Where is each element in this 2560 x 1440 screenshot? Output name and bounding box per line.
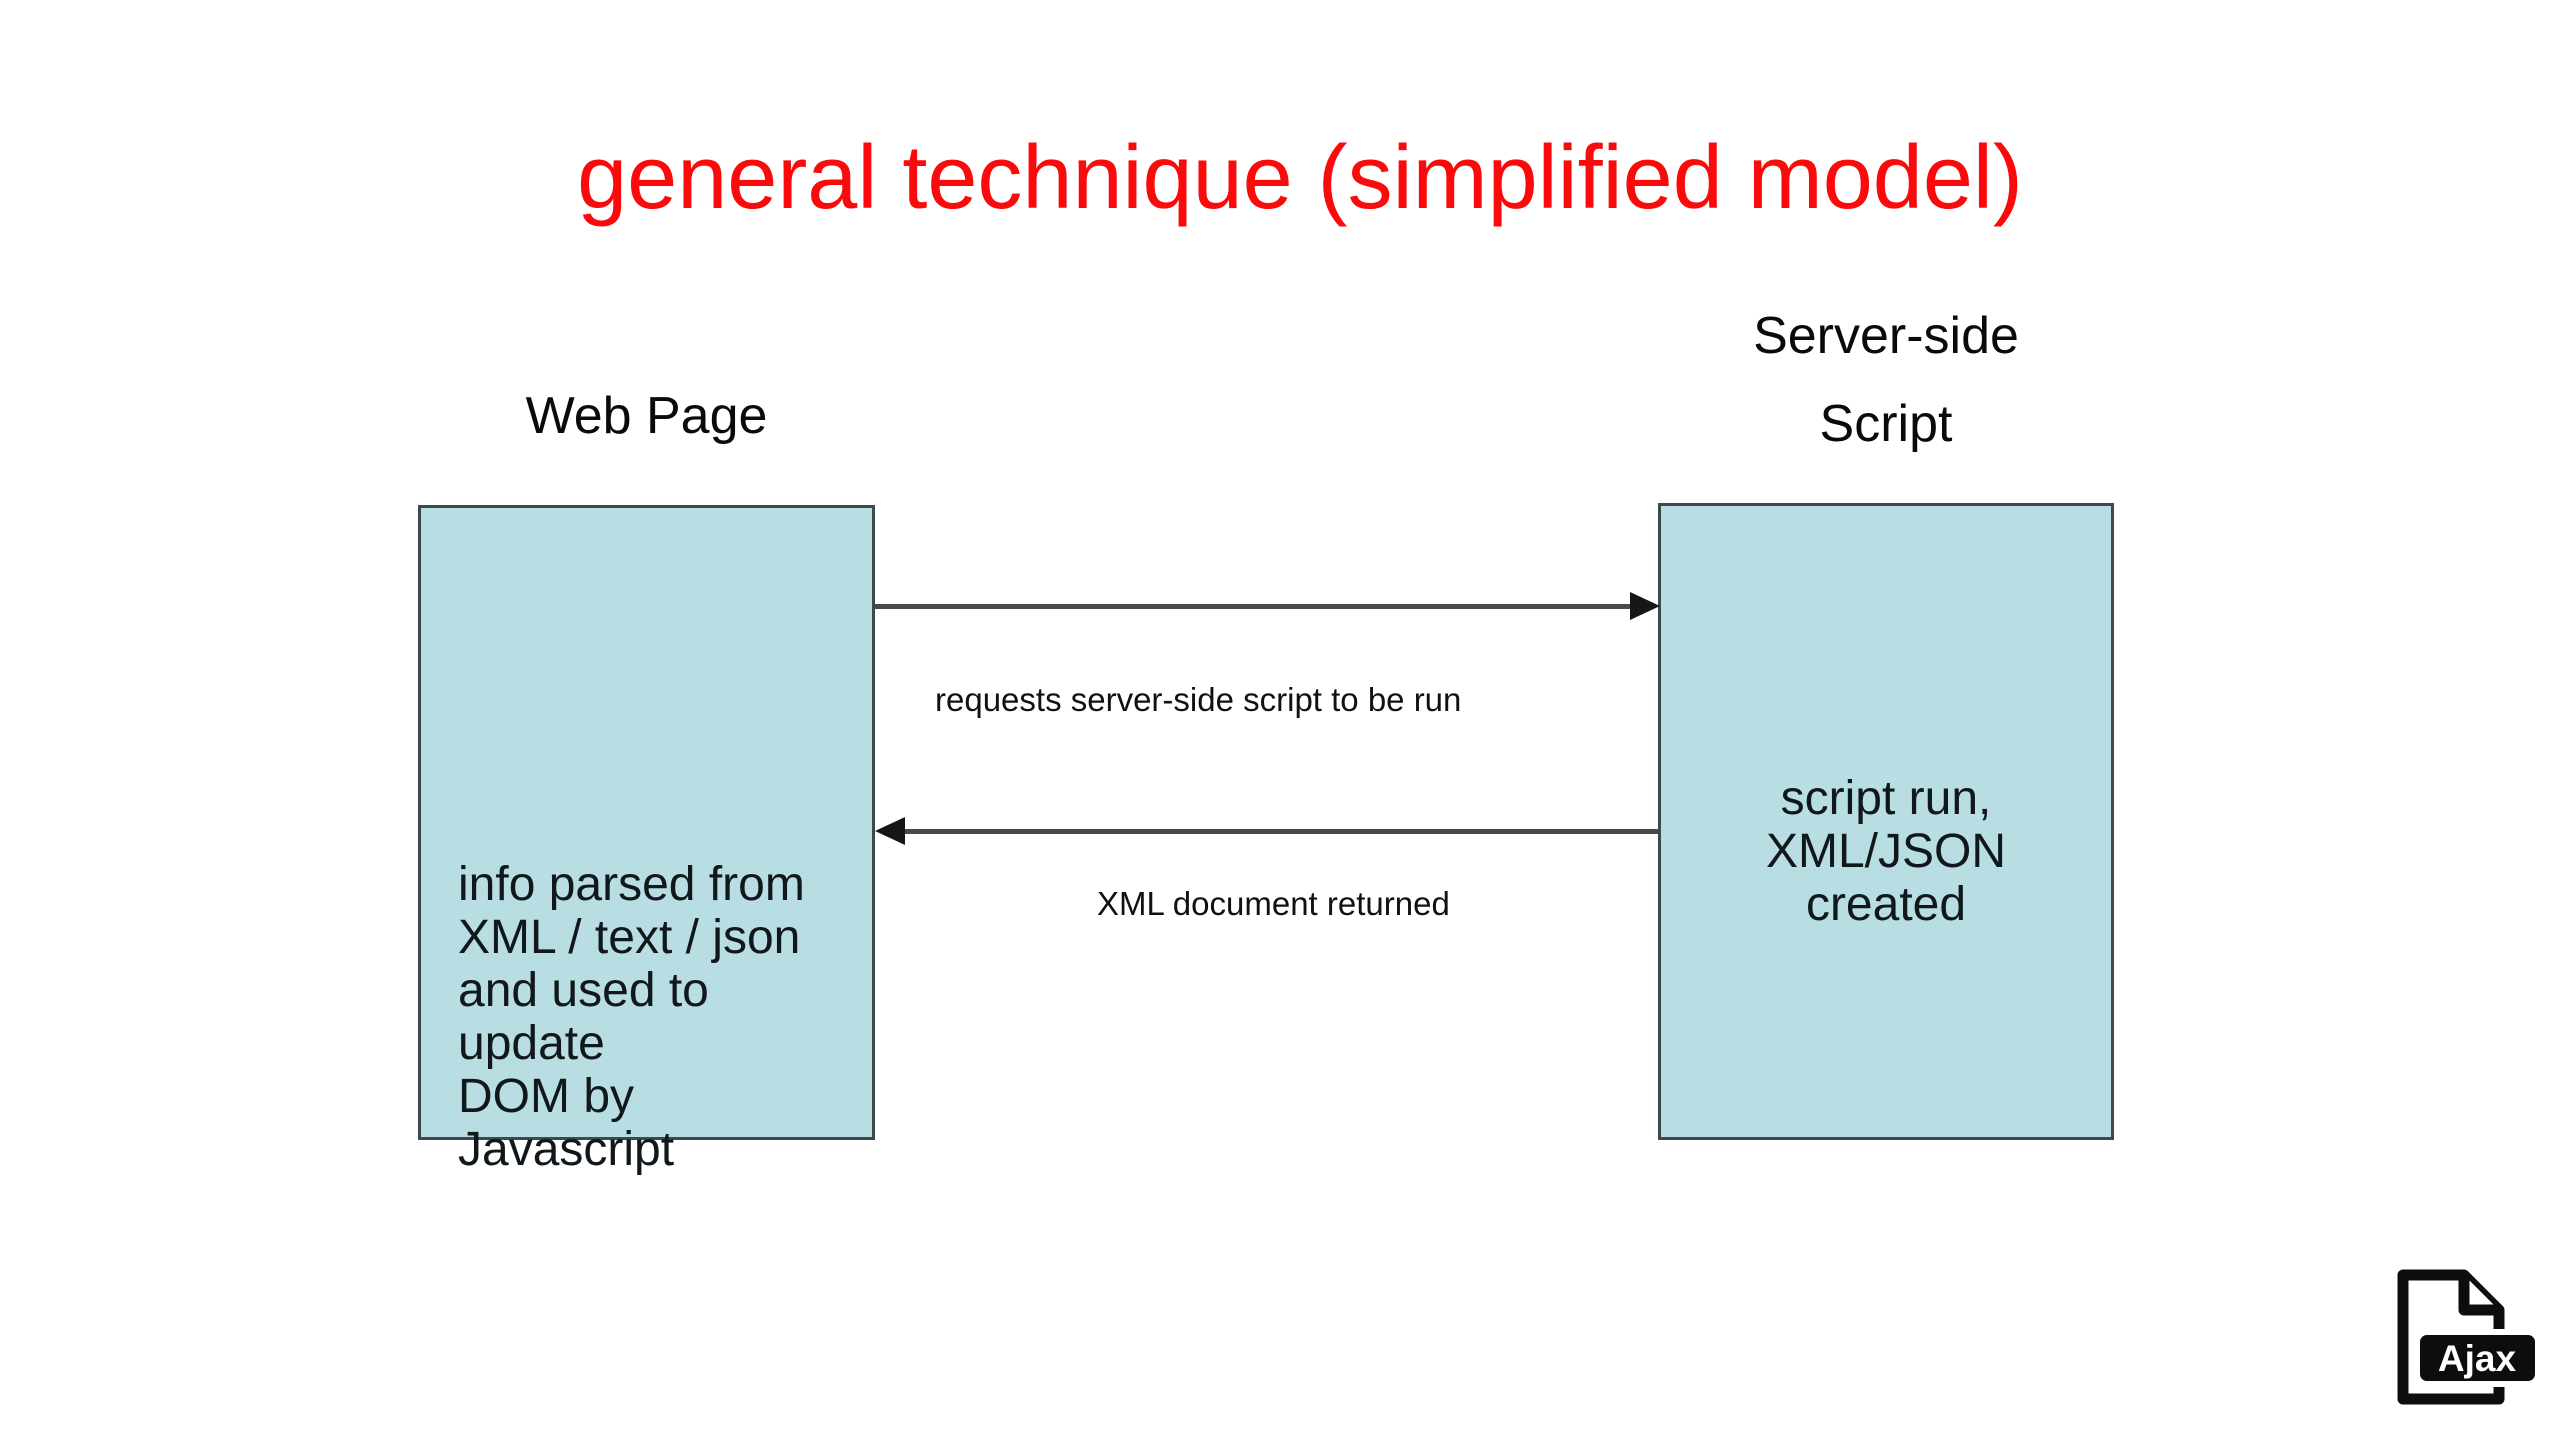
response-arrowhead-icon — [875, 817, 905, 845]
node-body-line: info parsed from — [458, 858, 805, 911]
request-arrow-line — [875, 604, 1632, 609]
server-side-node-label-line1: Server-side — [1753, 307, 2019, 365]
response-arrow-line — [903, 829, 1658, 834]
file-dogear-shape — [2458, 1275, 2499, 1316]
node-body-line: script run, — [1780, 772, 1992, 825]
ajax-badge-text: Ajax — [2438, 1338, 2517, 1379]
node-body-line: created — [1805, 878, 1967, 931]
web-page-node-body: info parsed from XML / text / json and u… — [458, 858, 858, 1176]
ajax-file-icon: Ajax — [2397, 1269, 2541, 1405]
server-side-script-node-body: script run, XML/JSON created — [1658, 772, 2114, 931]
server-side-node-label-line2: Script — [1819, 395, 1953, 453]
ajax-badge-plate — [2414, 1329, 2541, 1387]
response-arrow-label: XML document returned — [1097, 885, 1450, 922]
node-body-line: XML/JSON — [1765, 825, 2007, 878]
slide-title: general technique (simplified model) — [577, 128, 2023, 228]
server-side-script-node-box — [1658, 503, 2114, 1140]
node-body-line: DOM by Javascript — [458, 1070, 675, 1176]
request-arrowhead-icon — [1630, 592, 1660, 620]
node-body-line: XML / text / json — [458, 911, 801, 964]
node-body-line: and used to update — [458, 964, 709, 1070]
request-arrow-label: requests server-side script to be run — [935, 681, 1462, 718]
web-page-node-box — [418, 505, 875, 1140]
web-page-node-label: Web Page — [525, 387, 768, 445]
